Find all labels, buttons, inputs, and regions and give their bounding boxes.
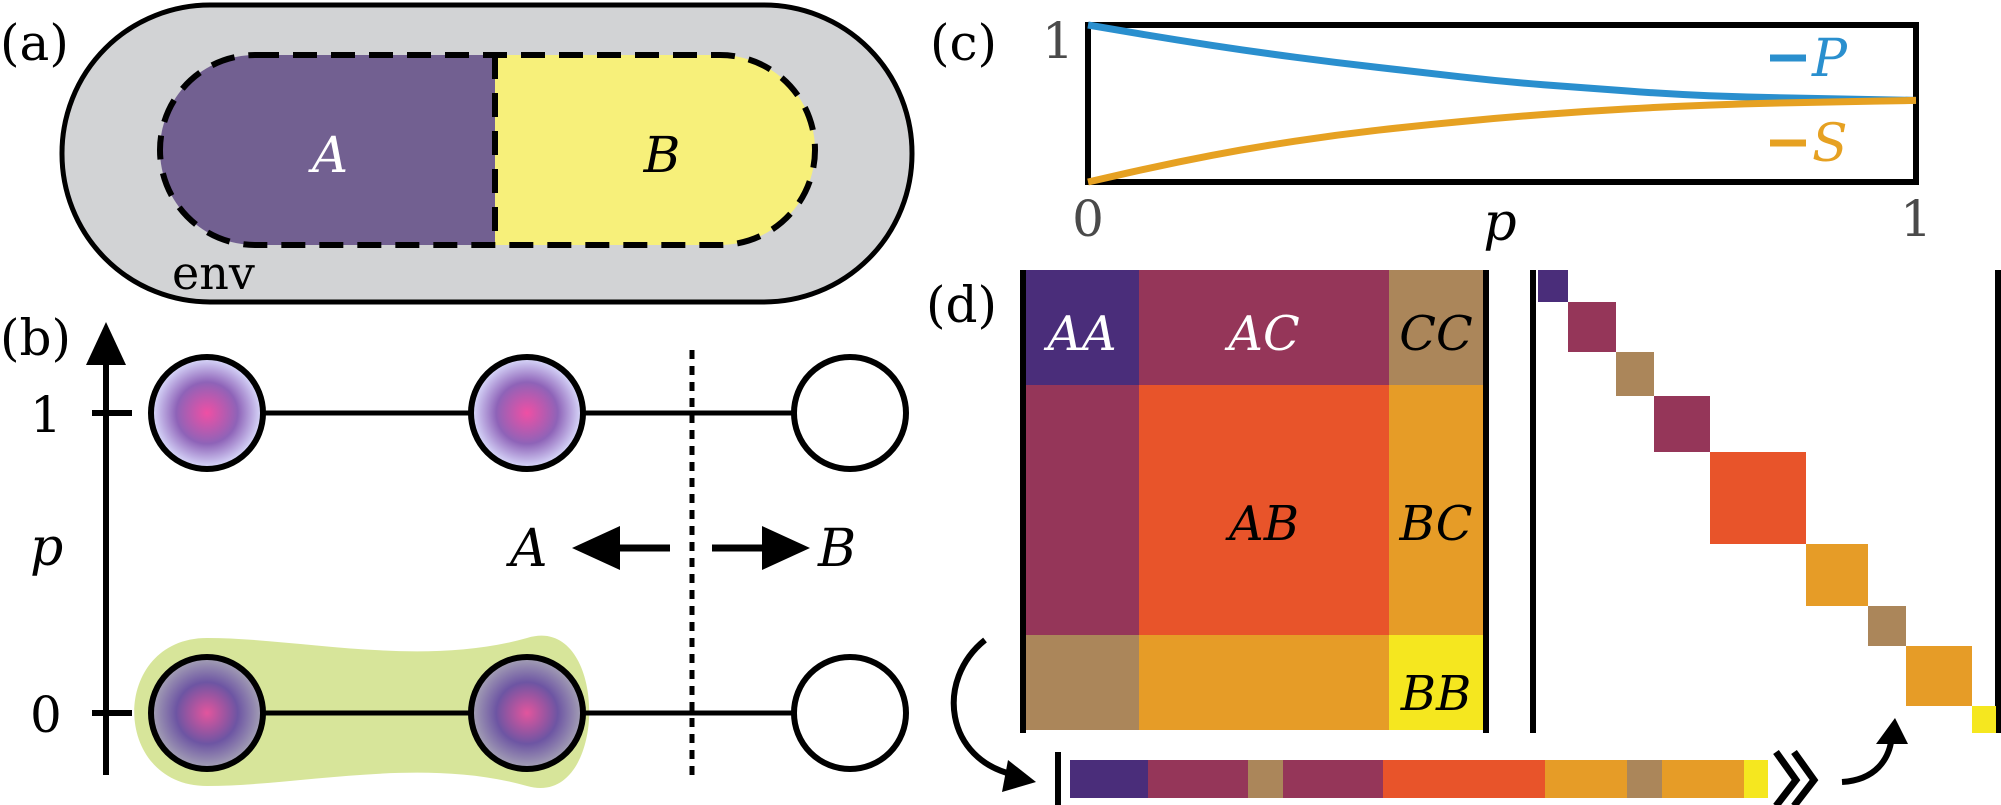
bar-segment-2	[1148, 760, 1248, 798]
block-ca	[1026, 385, 1139, 635]
block-cb	[1139, 635, 1389, 730]
series-line-s	[1087, 96, 1917, 186]
bar-segment-3	[1248, 760, 1283, 798]
block-cb-left	[1026, 635, 1139, 730]
diag-block-1	[1538, 270, 1568, 302]
x-axis-label: p	[1483, 193, 1516, 253]
block-bb-label: BB	[1400, 666, 1472, 722]
block-bb	[1389, 635, 1483, 730]
diag-block-3	[1616, 352, 1654, 396]
bipartition-boundary	[156, 52, 819, 248]
region-b	[495, 55, 815, 245]
qubit-bottom-1	[148, 654, 266, 772]
p-axis-label: p	[30, 518, 63, 578]
block-ac	[1139, 270, 1389, 385]
curved-arrow-left	[950, 637, 1016, 778]
panel-c-tag: (c)	[930, 14, 997, 72]
bar-segment-8	[1662, 760, 1744, 798]
qubit-bottom-3	[791, 654, 909, 772]
block-ac-label: AC	[1224, 306, 1299, 362]
diag-block-2	[1568, 302, 1616, 352]
arrow-left-head	[572, 526, 620, 570]
diag-block-8	[1906, 646, 1972, 706]
diag-block-9	[1972, 706, 1996, 733]
arrow-left-label: A	[506, 519, 548, 579]
double-chevron-icon	[1773, 749, 1819, 805]
panel-c: (c) 1 0 1 p P S	[930, 12, 1932, 253]
diag-block-5	[1710, 452, 1806, 544]
qubit-top-1	[148, 354, 266, 472]
block-aa	[1026, 270, 1139, 385]
bar-segment-6	[1545, 760, 1627, 798]
chart-plot-area	[1087, 21, 1917, 186]
block-ab-label: AB	[1225, 496, 1299, 552]
panel-a-tag: (a)	[0, 14, 69, 72]
block-bc-label: BC	[1399, 496, 1473, 552]
series-line-p	[1087, 21, 1917, 104]
panel-a: (a) A B env	[0, 2, 915, 305]
tick-0-label: 0	[30, 686, 62, 744]
curved-arrow-right-head	[1876, 718, 1908, 744]
x-tick-0: 0	[1072, 190, 1104, 248]
x-tick-1: 1	[1900, 190, 1932, 248]
qubit-top-3	[791, 354, 909, 472]
region-b-label: B	[643, 126, 681, 184]
qubit-bottom-2	[468, 654, 586, 772]
bar-segment-5	[1383, 760, 1545, 798]
arrow-right-label: B	[817, 519, 856, 579]
bar-segment-7	[1627, 760, 1662, 798]
panel-b: (b) 1 0 p A B	[0, 309, 909, 789]
panel-b-tag: (b)	[0, 309, 71, 367]
bar-segment-9	[1744, 760, 1768, 798]
p-axis-arrowhead	[86, 322, 126, 365]
y-tick-1: 1	[1042, 12, 1074, 70]
diag-block-4	[1654, 396, 1710, 452]
arrow-right-head	[762, 526, 810, 570]
block-ab	[1139, 385, 1389, 635]
region-a-label: A	[308, 126, 348, 184]
block-cc-label: CC	[1399, 306, 1472, 362]
panel-d-tag: (d)	[926, 276, 997, 334]
panel-d: (d) AA AC CC AB BC BB	[926, 270, 2001, 805]
legend-s-label: S	[1812, 114, 1848, 174]
diag-block-6	[1806, 544, 1868, 606]
bar-segment-1	[1070, 760, 1148, 798]
curved-arrow-left-head	[1002, 760, 1036, 792]
region-a	[160, 55, 495, 245]
block-bc	[1389, 385, 1483, 635]
tick-1-label: 1	[30, 386, 62, 444]
block-aa-label: AA	[1043, 306, 1116, 362]
legend-p-label: P	[1811, 29, 1848, 89]
bar-segment-4	[1283, 760, 1383, 798]
block-cc	[1389, 270, 1483, 385]
qubit-top-2	[468, 354, 586, 472]
env-label: env	[172, 246, 255, 300]
diag-block-7	[1868, 606, 1906, 646]
